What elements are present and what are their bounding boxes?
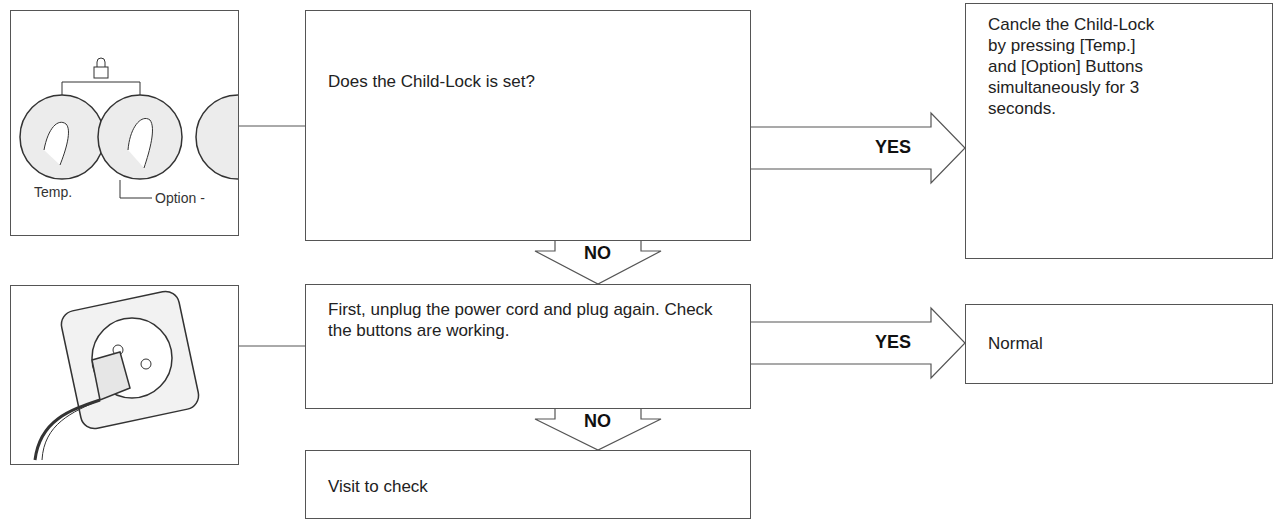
- wall-outlet: [59, 289, 201, 431]
- box-text: Does the Child-Lock is set?: [328, 71, 728, 92]
- lock-bracket: [62, 82, 140, 95]
- edge-label: YES: [875, 332, 911, 353]
- block-arrow: [751, 308, 965, 378]
- box-text: Visit to check: [328, 476, 728, 497]
- block-arrow: [535, 409, 661, 450]
- edge-label: NO: [584, 243, 611, 264]
- block-arrow: [751, 113, 965, 183]
- box-text: Cancle the Child-Lock by pressing [Temp.…: [988, 14, 1168, 119]
- block-arrow: [535, 241, 661, 284]
- power-cord: [35, 400, 100, 460]
- lock-shackle: [97, 58, 105, 67]
- edge-label: YES: [875, 137, 911, 158]
- process-box: Cancle the Child-Lock by pressing [Temp.…: [965, 3, 1273, 259]
- leader-line: [238, 346, 305, 347]
- process-box: Normal: [965, 304, 1273, 384]
- temp-button: [20, 95, 104, 179]
- button-label: Temp.: [34, 184, 72, 200]
- plug: [92, 352, 130, 400]
- box-text: Normal: [988, 333, 1248, 354]
- finger: [128, 118, 152, 168]
- lock-icon: [94, 67, 108, 78]
- edge-label: NO: [584, 411, 611, 432]
- illustration-frame: [11, 286, 239, 465]
- box-text: First, unplug the power cord and plug ag…: [328, 299, 738, 341]
- option-button: [98, 95, 182, 179]
- finger: [44, 122, 68, 165]
- process-box: Visit to check: [305, 450, 751, 519]
- power-cord: [42, 400, 100, 460]
- illustration-frame: [11, 11, 239, 236]
- next-button: [196, 95, 238, 179]
- leader-line: [238, 126, 305, 127]
- option-leader: [120, 180, 152, 198]
- process-box: First, unplug the power cord and plug ag…: [305, 284, 751, 409]
- button-label: Option -: [155, 190, 205, 206]
- socket-hole: [141, 359, 151, 369]
- process-box: Does the Child-Lock is set?: [305, 10, 751, 241]
